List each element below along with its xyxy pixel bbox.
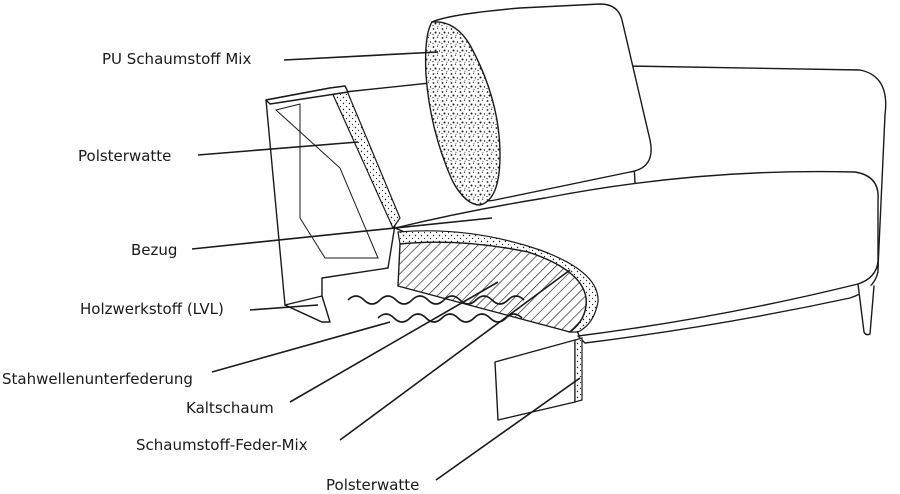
leader-pu-foam xyxy=(283,51,439,61)
spring-coils xyxy=(347,295,525,305)
label-foam-spring-mix: Schaumstoff-Feder-Mix xyxy=(136,436,308,454)
leader-lvl xyxy=(249,304,319,311)
sofa-drawing xyxy=(265,3,887,421)
left-arm-lvl-board xyxy=(284,295,331,323)
leader-cover xyxy=(191,217,493,250)
label-wood-material: Holzwerkstoff (LVL) xyxy=(80,300,224,318)
sofa-seat-front xyxy=(577,261,879,344)
leader-padding-bottom xyxy=(435,377,581,481)
front-padding xyxy=(574,337,583,403)
leader-lines xyxy=(191,51,581,481)
sofa-leg xyxy=(857,283,875,336)
label-cover: Bezug xyxy=(131,241,177,259)
left-arm-frame-inner xyxy=(274,103,379,259)
leader-padding-top xyxy=(197,141,359,156)
label-padding-top: Polsterwatte xyxy=(78,147,171,165)
label-cold-foam: Kaltschaum xyxy=(186,399,274,417)
front-board xyxy=(494,339,576,421)
leader-foam-spring xyxy=(339,269,571,441)
leader-springs xyxy=(211,321,391,373)
left-arm-top-cap xyxy=(265,85,349,105)
labels: PU Schaumstoff Mix Polsterwatte Bezug Ho… xyxy=(2,50,419,494)
label-padding-bottom: Polsterwatte xyxy=(326,476,419,494)
back-pillow-foam-section xyxy=(424,21,501,206)
leader-cold-foam xyxy=(289,281,499,403)
label-spring-suspension: Stahwellenunterfederung xyxy=(2,370,193,388)
spring-coils-row-2 xyxy=(377,313,523,323)
label-pu-foam-mix: PU Schaumstoff Mix xyxy=(102,50,251,68)
seat-cold-foam-section xyxy=(397,241,587,333)
